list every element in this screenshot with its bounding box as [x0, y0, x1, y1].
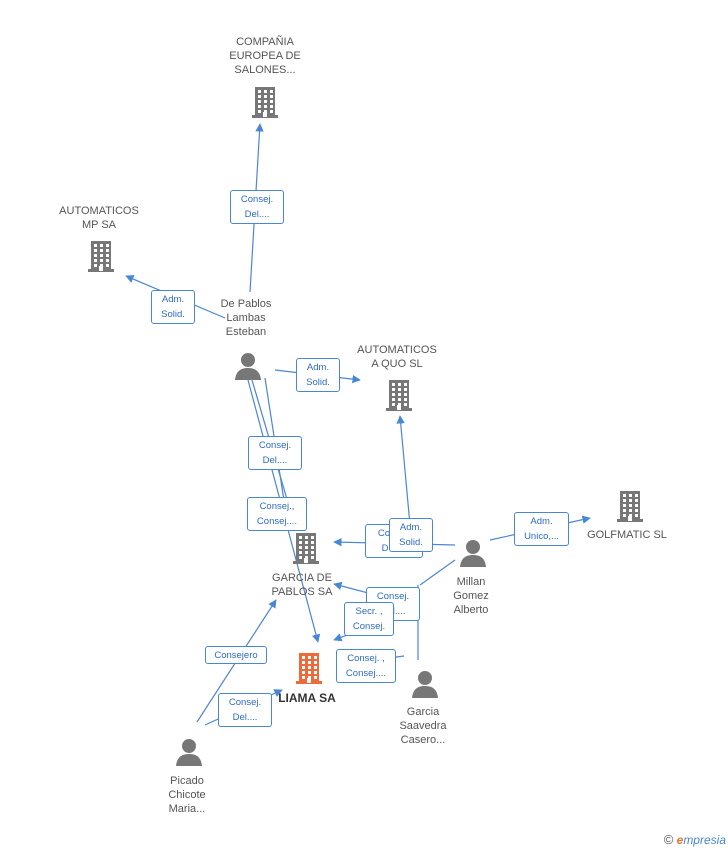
edge-label-line: Solid.: [399, 537, 423, 548]
brand-name: mpresia: [683, 833, 726, 847]
node-label-compania[interactable]: COMPAÑIA EUROPEA DE SALONES...: [229, 35, 301, 77]
edge-label-line: Consej.: [228, 697, 262, 708]
edge-line: [419, 559, 456, 586]
edge-label-line: Consej.: [240, 194, 274, 205]
edge-label-line: Secr. ,: [355, 606, 383, 617]
building-icon: [617, 491, 643, 522]
edge-label-line: Consej.: [352, 621, 386, 632]
edge-label-e5[interactable]: Consej., Consej....: [247, 497, 307, 531]
edge-label-e4[interactable]: Consej. Del....: [248, 436, 302, 470]
edge-label-line: Consej.: [258, 440, 292, 451]
person-icon: [235, 353, 261, 380]
edge-label-e2[interactable]: Adm. Solid.: [151, 290, 195, 324]
edge-label-line: Consej. ,: [347, 653, 385, 664]
node-label-line: Millan: [456, 576, 486, 588]
person-icon: [460, 540, 486, 567]
edge-label-e7[interactable]: Adm. Solid.: [389, 518, 433, 552]
edge-label-line: Adm.: [399, 522, 423, 533]
node-label-line: Casero...: [400, 734, 446, 746]
edge-label-e3[interactable]: Adm. Solid.: [296, 358, 340, 392]
node-label-garcia_pablos[interactable]: GARCIA DE PABLOS SA: [272, 571, 333, 599]
node-label-line: EUROPEA DE: [229, 50, 301, 62]
node-label-automaticos_quo[interactable]: AUTOMATICOS A QUO SL: [357, 343, 437, 371]
node-label-line: MP SA: [81, 219, 117, 231]
edge-label-line: Consejero: [214, 650, 258, 661]
node-golfmatic[interactable]: [615, 489, 645, 528]
building-icon: [252, 87, 278, 118]
edge-label-e8[interactable]: Adm. Unico,...: [514, 512, 569, 546]
edge-label-line: Del....: [232, 712, 258, 723]
node-label-line: COMPAÑIA: [236, 36, 294, 48]
person-icon: [176, 739, 202, 766]
node-label-line: GARCIA DE: [272, 572, 332, 584]
node-label-line: PABLOS SA: [271, 586, 333, 598]
edge-label-e1[interactable]: Consej. Del....: [230, 190, 284, 224]
edge-label-line: Consej....: [256, 516, 298, 527]
edge-label-line: Adm.: [530, 516, 553, 527]
node-label-line: AUTOMATICOS: [357, 344, 437, 356]
edge-label-line: Consej.,: [259, 501, 295, 512]
node-automaticos_quo[interactable]: [384, 378, 414, 417]
building-icon: [296, 653, 322, 684]
edge-label-line: Adm.: [161, 294, 185, 305]
edge-line: [396, 415, 411, 526]
node-de_pablos[interactable]: [233, 351, 263, 386]
node-label-line: Alberto: [453, 604, 489, 616]
edge-label-line: Solid.: [306, 377, 330, 388]
building-icon: [293, 533, 319, 564]
node-label-line: Esteban: [225, 326, 267, 338]
node-label-line: Maria...: [168, 803, 206, 815]
edge-label-e12[interactable]: Consejero: [205, 646, 267, 664]
edge-label-e10[interactable]: Secr. , Consej.: [344, 602, 394, 636]
edge-label-line: Unico,...: [524, 531, 559, 542]
node-label-line: Chicote: [168, 789, 206, 801]
edge-label-e13[interactable]: Consej. Del....: [218, 693, 272, 727]
person-icon: [412, 671, 438, 698]
node-label-line: GOLFMATIC SL: [587, 529, 667, 541]
node-label-line: LIAMA SA: [278, 691, 336, 705]
node-label-liama[interactable]: LIAMA SA: [278, 691, 336, 705]
edge-label-line: Adm.: [306, 362, 330, 373]
node-label-line: AUTOMATICOS: [59, 205, 139, 217]
edge-label-line: Del....: [262, 455, 288, 466]
node-label-line: Saavedra: [399, 720, 447, 732]
brand-footer: © empresia: [664, 832, 726, 847]
node-compania[interactable]: [250, 85, 280, 124]
brand-initial: e: [676, 833, 684, 847]
node-liama[interactable]: [294, 651, 324, 690]
node-automaticos_mp[interactable]: [86, 239, 116, 278]
edge-label-line: Del....: [244, 209, 270, 220]
edge-label-e11[interactable]: Consej. , Consej....: [336, 649, 396, 683]
copyright-symbol: ©: [663, 832, 674, 847]
building-icon: [386, 380, 412, 411]
edge-label-line: Consej.: [376, 591, 410, 602]
node-label-automaticos_mp[interactable]: AUTOMATICOS MP SA: [59, 204, 139, 232]
node-label-line: Picado: [170, 775, 204, 787]
node-garcia_saavedra[interactable]: [410, 669, 440, 704]
node-label-line: Garcia: [406, 706, 440, 718]
node-label-line: De Pablos: [220, 298, 272, 310]
edge-label-line: Consej....: [345, 668, 387, 679]
node-label-golfmatic[interactable]: GOLFMATIC SL: [587, 528, 667, 542]
node-millan[interactable]: [458, 538, 488, 573]
node-label-line: A QUO SL: [371, 358, 423, 370]
building-icon: [88, 241, 114, 272]
node-label-line: SALONES...: [234, 64, 296, 76]
node-label-line: Lambas: [226, 312, 266, 324]
node-garcia_pablos[interactable]: [291, 531, 321, 570]
edge-label-line: Solid.: [161, 309, 185, 320]
node-label-line: Gomez: [453, 590, 489, 602]
node-picado[interactable]: [174, 737, 204, 772]
